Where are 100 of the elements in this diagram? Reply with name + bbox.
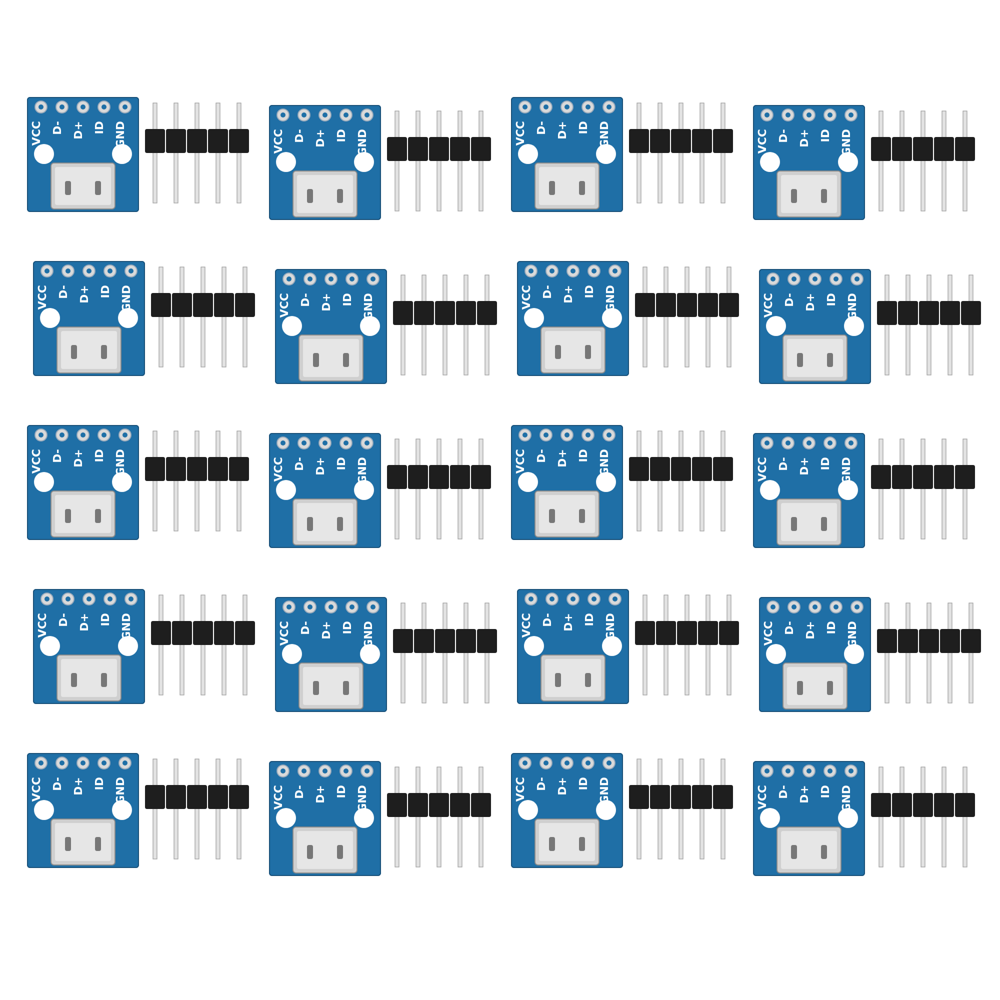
pin-label: VCC <box>279 621 291 646</box>
pcb-board <box>27 425 139 540</box>
pin-label: D- <box>542 613 554 627</box>
pcb-board <box>517 589 629 704</box>
pin-label: D+ <box>315 785 327 804</box>
pin-label: D- <box>778 785 790 799</box>
pin-label: VCC <box>521 613 533 638</box>
pin-label: VCC <box>37 285 49 310</box>
pin-label: D- <box>294 457 306 471</box>
pin-label: D+ <box>799 785 811 804</box>
pin-label: VCC <box>31 121 43 146</box>
pin-label: D- <box>294 129 306 143</box>
pcb-board <box>753 761 865 876</box>
pin-label: D+ <box>79 613 91 632</box>
pin-label: ID <box>584 613 596 626</box>
pin-label: VCC <box>273 457 285 482</box>
pcb-board <box>511 425 623 540</box>
pin-label: VCC <box>521 285 533 310</box>
pcb-board <box>517 261 629 376</box>
pin-label: VCC <box>515 449 527 474</box>
pin-label: D+ <box>315 129 327 148</box>
pin-label: VCC <box>757 129 769 154</box>
pcb-board <box>33 589 145 704</box>
pcb-board <box>759 269 871 384</box>
pin-label: VCC <box>763 621 775 646</box>
pin-label: ID <box>820 457 832 470</box>
pin-label: VCC <box>273 785 285 810</box>
pin-label: D- <box>542 285 554 299</box>
pin-label: D- <box>52 449 64 463</box>
pin-label: D- <box>778 457 790 471</box>
pin-label: D+ <box>805 621 817 640</box>
pcb-board <box>269 761 381 876</box>
pin-label: ID <box>100 613 112 626</box>
pin-label: D- <box>58 285 70 299</box>
pin-label: D- <box>536 449 548 463</box>
pcb-board <box>269 105 381 220</box>
pin-label: ID <box>826 621 838 634</box>
pin-label: D+ <box>73 449 85 468</box>
pin-label: D+ <box>73 121 85 140</box>
pin-label: D+ <box>799 129 811 148</box>
pin-label: ID <box>94 121 106 134</box>
pin-label: ID <box>826 293 838 306</box>
pin-label: ID <box>342 293 354 306</box>
pin-label: ID <box>94 449 106 462</box>
pin-label: VCC <box>763 293 775 318</box>
pin-label: D+ <box>799 457 811 476</box>
pin-label: D- <box>784 621 796 635</box>
pin-label: D- <box>52 121 64 135</box>
pin-label: VCC <box>279 293 291 318</box>
pin-label: D+ <box>563 613 575 632</box>
pin-label: D- <box>784 293 796 307</box>
pin-label: D+ <box>79 285 91 304</box>
pin-label: ID <box>820 129 832 142</box>
pin-label: ID <box>336 129 348 142</box>
pin-label: D+ <box>557 121 569 140</box>
pin-label: VCC <box>757 457 769 482</box>
pcb-board <box>511 97 623 212</box>
pin-label: D- <box>778 129 790 143</box>
pcb-board <box>759 597 871 712</box>
pin-label: ID <box>578 449 590 462</box>
pcb-board <box>269 433 381 548</box>
pin-label: D- <box>52 777 64 791</box>
pin-label: D+ <box>321 293 333 312</box>
pcb-board <box>33 261 145 376</box>
pin-label: ID <box>100 285 112 298</box>
pin-label: D- <box>300 621 312 635</box>
pcb-board <box>27 753 139 868</box>
pin-label: ID <box>94 777 106 790</box>
pin-label: D+ <box>315 457 327 476</box>
pin-label: VCC <box>515 121 527 146</box>
pin-label: D+ <box>557 777 569 796</box>
pin-label: ID <box>578 121 590 134</box>
pin-label: VCC <box>37 613 49 638</box>
pin-label: D- <box>294 785 306 799</box>
pcb-board <box>27 97 139 212</box>
pin-label: D+ <box>557 449 569 468</box>
pin-label: ID <box>578 777 590 790</box>
pin-label: D+ <box>321 621 333 640</box>
pin-label: VCC <box>31 777 43 802</box>
pin-label: D+ <box>563 285 575 304</box>
pcb-board <box>753 433 865 548</box>
pcb-board <box>511 753 623 868</box>
pin-label: D- <box>58 613 70 627</box>
pin-label: ID <box>342 621 354 634</box>
pin-label: ID <box>820 785 832 798</box>
pin-label: ID <box>336 457 348 470</box>
pcb-board <box>275 269 387 384</box>
pin-label: VCC <box>31 449 43 474</box>
pin-label: VCC <box>273 129 285 154</box>
pin-label: VCC <box>757 785 769 810</box>
pcb-board <box>753 105 865 220</box>
pin-label: D- <box>536 777 548 791</box>
pcb-board <box>275 597 387 712</box>
pin-label: D- <box>300 293 312 307</box>
pin-label: VCC <box>515 777 527 802</box>
pin-label: ID <box>336 785 348 798</box>
pin-label: ID <box>584 285 596 298</box>
pin-label: D+ <box>73 777 85 796</box>
pin-label: D+ <box>805 293 817 312</box>
pin-label: D- <box>536 121 548 135</box>
